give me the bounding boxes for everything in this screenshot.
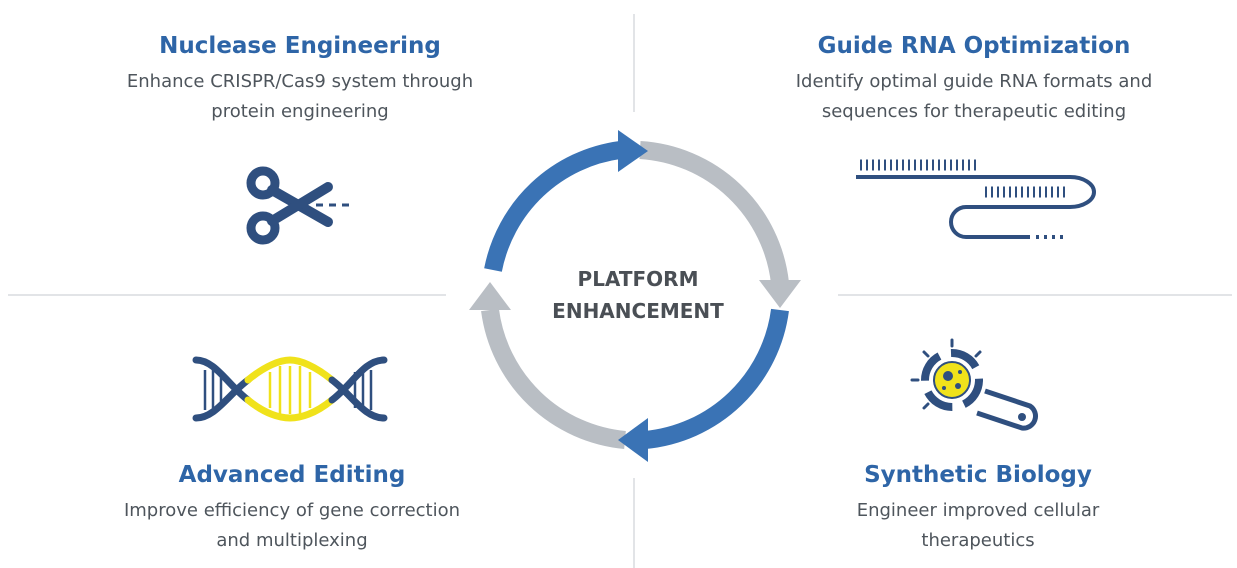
quadrant-advanced-editing: Advanced Editing Improve efficiency of g… xyxy=(52,462,532,556)
center-label-line1: PLATFORM xyxy=(577,267,699,291)
quadrant-guide-rna-optimization: Guide RNA Optimization Identify optimal … xyxy=(734,33,1214,127)
description-line: therapeutics xyxy=(921,530,1035,551)
quadrant-title: Synthetic Biology xyxy=(864,462,1092,488)
cycle-arrowhead-right xyxy=(759,280,801,308)
description-line: Identify optimal guide RNA formats and xyxy=(795,71,1153,92)
center-label: PLATFORM ENHANCEMENT xyxy=(500,263,776,327)
guide-rna-icon xyxy=(856,159,1096,239)
cycle-arc-gray-right xyxy=(639,141,789,285)
divider-horizontal-right xyxy=(838,294,1232,296)
divider-horizontal-left xyxy=(8,294,446,296)
quadrant-description: Improve efficiency of gene correction an… xyxy=(52,496,532,556)
divider-vertical-top xyxy=(633,14,635,112)
quadrant-title: Nuclease Engineering xyxy=(159,33,441,59)
cycle-arc-blue-top xyxy=(484,141,622,272)
quadrant-nuclease-engineering: Nuclease Engineering Enhance CRISPR/Cas9… xyxy=(60,33,540,127)
description-line: protein engineering xyxy=(211,101,389,122)
description-line: Improve efficiency of gene correction xyxy=(123,500,461,521)
cycle-ring xyxy=(481,141,789,449)
center-label-line2: ENHANCEMENT xyxy=(552,299,724,323)
cycle-arc-gray-left xyxy=(481,308,626,449)
quadrant-description: Engineer improved cellular therapeutics xyxy=(738,496,1218,556)
cycle-arrowhead-top xyxy=(618,130,648,172)
description-line: Engineer improved cellular xyxy=(856,500,1100,521)
description-line: and multiplexing xyxy=(216,530,368,551)
quadrant-title: Guide RNA Optimization xyxy=(817,33,1131,59)
quadrant-title: Advanced Editing xyxy=(178,462,406,488)
quadrant-synthetic-biology: Synthetic Biology Engineer improved cell… xyxy=(738,462,1218,556)
cycle-arrowhead-left xyxy=(469,282,511,310)
wrench-cell-icon xyxy=(910,338,1038,431)
divider-vertical-bottom xyxy=(633,478,635,568)
cycle-arrowhead-bottom xyxy=(618,418,648,462)
scissors-icon xyxy=(246,166,350,245)
quadrant-description: Enhance CRISPR/Cas9 system through prote… xyxy=(60,67,540,127)
description-line: Enhance CRISPR/Cas9 system through xyxy=(126,71,474,92)
cycle-arc-blue-bottom xyxy=(644,308,789,449)
dna-helix-icon xyxy=(192,356,388,422)
quadrant-description: Identify optimal guide RNA formats and s… xyxy=(734,67,1214,127)
description-line: sequences for therapeutic editing xyxy=(821,101,1127,122)
